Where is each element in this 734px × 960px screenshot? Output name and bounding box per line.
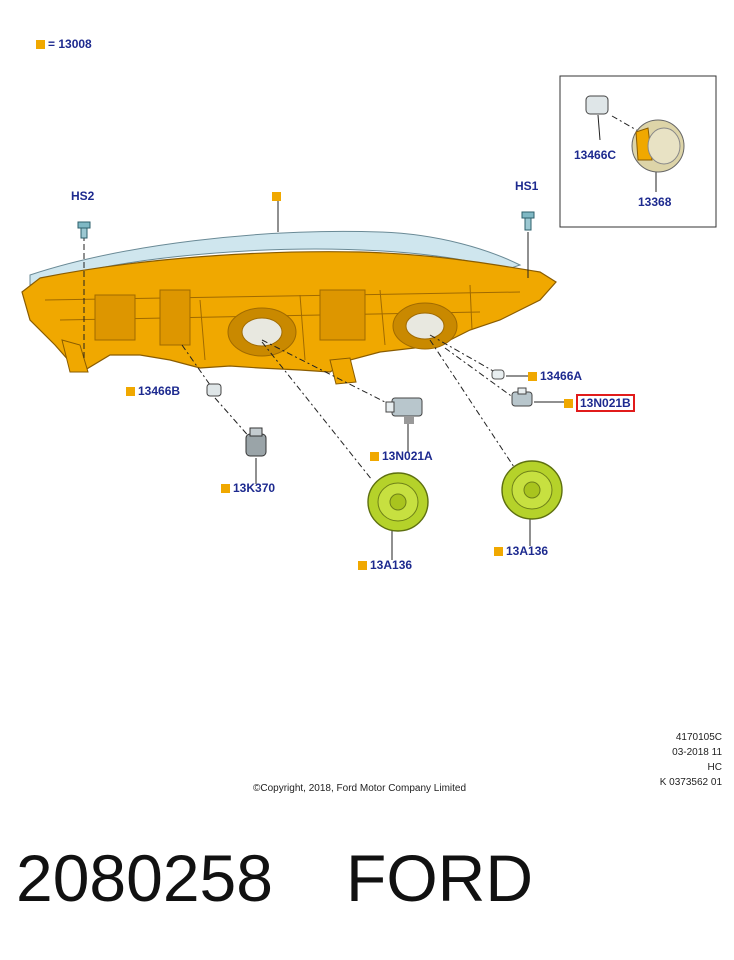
copyright: ©Copyright, 2018, Ford Motor Company Lim…: [253, 783, 467, 794]
label-13n021a-text: 13N021A: [382, 449, 433, 463]
label-13466a-text: 13466A: [540, 369, 583, 383]
label-square-icon: [370, 452, 379, 461]
bulb-13n021b-icon: [511, 387, 533, 407]
label-hs2: HS2: [71, 189, 95, 203]
legend: = 13008: [36, 37, 92, 51]
bracket-bottom: [329, 357, 357, 385]
bracket-left: [61, 339, 89, 373]
part-number: 2080258: [16, 841, 273, 915]
legend-text: = 13008: [48, 37, 92, 51]
label-13a136-right-text: 13A136: [506, 544, 549, 558]
bulb-13n021a-icon: [385, 397, 423, 424]
label-square-icon: [564, 399, 573, 408]
label-13a136-right: 13A136: [494, 544, 548, 558]
socket-13k370-icon: [245, 427, 267, 457]
label-square-icon: [358, 561, 367, 570]
cap-13a136-left-icon: [367, 472, 429, 532]
callout-13008-marker: [272, 189, 284, 203]
meta-line-4: K 0373562 01: [659, 777, 722, 788]
bulb-13466a-icon: [491, 369, 505, 380]
label-13466c: 13466C: [574, 148, 617, 162]
hs2-screw-icon: [77, 221, 91, 239]
meta-line-2: 03-2018 11: [672, 747, 722, 758]
label-13n021a: 13N021A: [370, 449, 433, 463]
label-hs1: HS1: [515, 179, 539, 193]
housing-detail: [44, 284, 521, 361]
label-13368: 13368: [638, 195, 672, 209]
label-square-icon: [126, 387, 135, 396]
legend-swatch-icon: [36, 40, 45, 49]
socket-13466b-icon: [206, 383, 222, 397]
label-13a136-left-text: 13A136: [370, 558, 413, 572]
label-13466b: 13466B: [126, 384, 180, 398]
label-13k370: 13K370: [221, 481, 275, 495]
hs1-screw-icon: [521, 211, 535, 231]
drawing-meta: 4170105C 03-2018 11 HC K 0373562 01: [660, 730, 722, 790]
bulb-13466c-icon: [585, 95, 609, 115]
meta-line-3: HC: [707, 762, 722, 773]
label-13n021b: 13N021B: [564, 394, 635, 412]
label-13k370-text: 13K370: [233, 481, 276, 495]
label-13n021b-text: 13N021B: [576, 394, 635, 412]
label-square-icon: [528, 372, 537, 381]
label-13466a: 13466A: [528, 369, 582, 383]
lamp-13368-icon: [631, 119, 685, 173]
label-square-icon: [221, 484, 230, 493]
label-13a136-left: 13A136: [358, 558, 412, 572]
callout-square-icon: [272, 192, 281, 201]
brand-name: FORD: [346, 841, 533, 915]
headlamp-exploded-diagram: [21, 75, 717, 560]
label-13466b-text: 13466B: [138, 384, 181, 398]
label-square-icon: [494, 547, 503, 556]
cap-13a136-right-icon: [501, 460, 563, 520]
meta-line-1: 4170105C: [675, 732, 722, 743]
